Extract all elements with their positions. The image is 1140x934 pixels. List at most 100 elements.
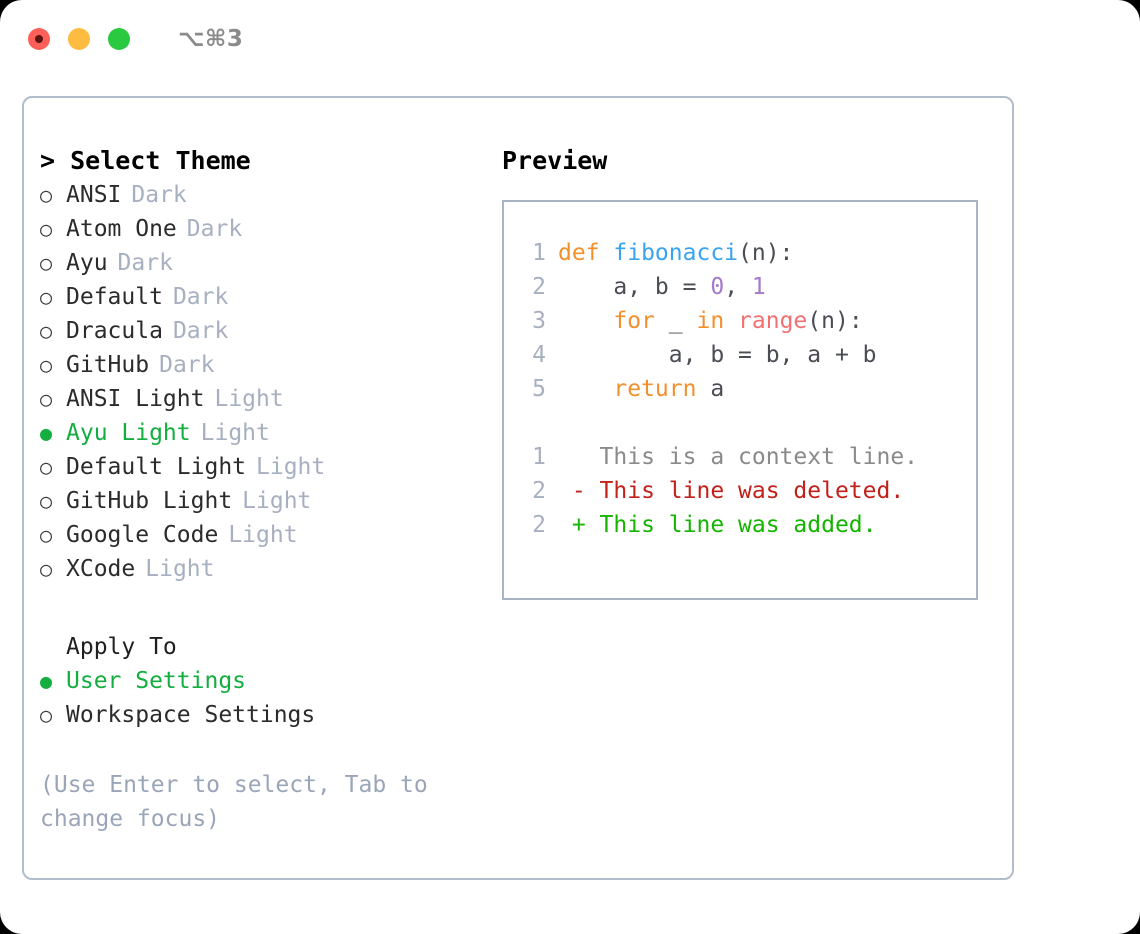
apply-to-heading: Apply To xyxy=(66,634,177,660)
radio-unselected-icon: ○ xyxy=(40,251,53,275)
maximize-button-icon[interactable] xyxy=(108,28,130,50)
code-token-kw: def xyxy=(558,240,614,266)
code-token-fn: fibonacci xyxy=(613,240,739,266)
apply-to-option-user-settings[interactable]: ●User Settings xyxy=(40,664,500,698)
code-token-kw: in xyxy=(696,308,725,334)
code-token-blt: range xyxy=(738,308,808,334)
theme-option-label: Ayu Light xyxy=(66,420,191,446)
close-button-icon[interactable] xyxy=(28,28,50,50)
code-token-pln xyxy=(558,376,613,402)
radio-selected-icon: ● xyxy=(40,421,53,445)
diff-line-number: 2 xyxy=(532,478,546,504)
code-line: 5 return a xyxy=(516,372,976,406)
code-line-content: return a xyxy=(558,372,724,406)
diff-line-deleted: 2 - This line was deleted. xyxy=(516,474,976,508)
preview-heading: Preview xyxy=(502,146,608,175)
apply-to-option-workspace-settings[interactable]: ○ Workspace Settings xyxy=(40,698,500,732)
theme-variant-tag: Light xyxy=(228,522,298,548)
radio-unselected-icon: ○ xyxy=(40,183,53,207)
code-token-pln: a, b = xyxy=(558,274,711,300)
theme-option-label: ANSI Light xyxy=(66,386,205,412)
theme-variant-tag: Dark xyxy=(159,352,215,378)
minimize-button-icon[interactable] xyxy=(68,28,90,50)
theme-option-label: GitHub xyxy=(66,352,150,378)
radio-unselected-icon: ○ xyxy=(40,703,53,727)
radio-selected-icon: ● xyxy=(40,669,53,693)
code-line: 1 def fibonacci(n): xyxy=(516,236,976,270)
code-token-pln: _ xyxy=(654,308,697,334)
theme-option-google-code[interactable]: ○ Google Code Light xyxy=(40,518,500,552)
theme-option-label: Default xyxy=(66,284,163,310)
code-token-num: 1 xyxy=(751,274,766,300)
theme-option-github-light[interactable]: ○ GitHub Light Light xyxy=(40,484,500,518)
code-line-content: a, b = b, a + b xyxy=(558,338,877,372)
theme-option-label: Atom One xyxy=(66,216,177,242)
code-line-number: 1 xyxy=(532,240,546,266)
code-sample: 1 def fibonacci(n): 2 a, b = 0, 1 3 for _ i… xyxy=(516,236,976,406)
radio-unselected-icon: ○ xyxy=(40,489,53,513)
code-diff-spacer xyxy=(516,406,976,440)
theme-variant-tag: Light xyxy=(242,488,312,514)
theme-option-ansi[interactable]: ○ ANSI Dark xyxy=(40,178,500,212)
code-line-content: def fibonacci(n): xyxy=(558,236,793,270)
theme-option-label: Default Light xyxy=(66,454,247,480)
code-line-content: for _ in range(n): xyxy=(558,304,862,338)
code-token-pln: (n): xyxy=(738,240,794,266)
theme-variant-tag: Dark xyxy=(172,318,229,344)
diff-line-content: - This line was deleted. xyxy=(558,478,905,504)
keyboard-shortcut-label: ⌥⌘3 xyxy=(178,26,244,52)
theme-option-default-light[interactable]: ○ Default Light Light xyxy=(40,450,500,484)
code-line: 4 a, b = b, a + b xyxy=(516,338,976,372)
theme-variant-tag: Dark xyxy=(117,250,173,276)
code-token-num: 0 xyxy=(710,274,725,300)
diff-sample: 1 This is a context line.2 - This line w… xyxy=(516,440,976,542)
theme-option-label: Dracula xyxy=(66,318,163,344)
radio-unselected-icon: ○ xyxy=(40,387,53,411)
title-bar: ⌥⌘3 xyxy=(0,0,1140,78)
diff-line-number: 1 xyxy=(532,444,546,470)
theme-variant-tag: Light xyxy=(214,386,284,412)
apply-to-option-list[interactable]: ●User Settings ○ Workspace Settings xyxy=(40,664,500,732)
apply-to-option-label: Workspace Settings xyxy=(66,702,316,728)
theme-option-label: ANSI xyxy=(66,182,122,208)
code-token-kw: for xyxy=(613,308,655,334)
code-token-pln: , xyxy=(724,274,752,300)
code-token-pln: a, b = b, a + b xyxy=(558,342,877,368)
code-token-pln xyxy=(724,308,738,334)
radio-unselected-icon: ○ xyxy=(40,557,53,581)
radio-unselected-icon: ○ xyxy=(40,285,53,309)
code-line: 3 for _ in range(n): xyxy=(516,304,976,338)
preview-column: Preview 1 def fibonacci(n): 2 a, b = 0, 1 3… xyxy=(502,144,1002,600)
code-token-kw: return xyxy=(613,376,697,402)
theme-variant-tag: Light xyxy=(256,454,326,480)
radio-unselected-icon: ○ xyxy=(40,455,53,479)
traffic-light-controls xyxy=(28,28,130,50)
theme-variant-tag: Dark xyxy=(131,182,187,208)
theme-variant-tag: Dark xyxy=(172,284,229,310)
radio-unselected-icon: ○ xyxy=(40,523,53,547)
radio-unselected-icon: ○ xyxy=(40,353,53,377)
code-line-number: 2 xyxy=(532,274,546,300)
radio-unselected-icon: ○ xyxy=(40,217,53,241)
diff-line-added: 2 + This line was added. xyxy=(516,508,976,542)
diff-line-context: 1 This is a context line. xyxy=(516,440,976,474)
diff-line-content: + This line was added. xyxy=(558,512,877,538)
code-line-number: 3 xyxy=(532,308,546,334)
theme-option-label: GitHub Light xyxy=(66,488,233,514)
code-line-number: 5 xyxy=(532,376,546,402)
code-token-pln xyxy=(558,308,613,334)
code-token-pln: a xyxy=(696,376,725,402)
code-line-number: 4 xyxy=(532,342,546,368)
theme-option-github[interactable]: ○ GitHub Dark xyxy=(40,348,500,382)
theme-option-label: Google Code xyxy=(66,522,219,548)
theme-option-default[interactable]: ○ Default Dark xyxy=(40,280,500,314)
theme-option-ansi-light[interactable]: ○ ANSI Light Light xyxy=(40,382,500,416)
